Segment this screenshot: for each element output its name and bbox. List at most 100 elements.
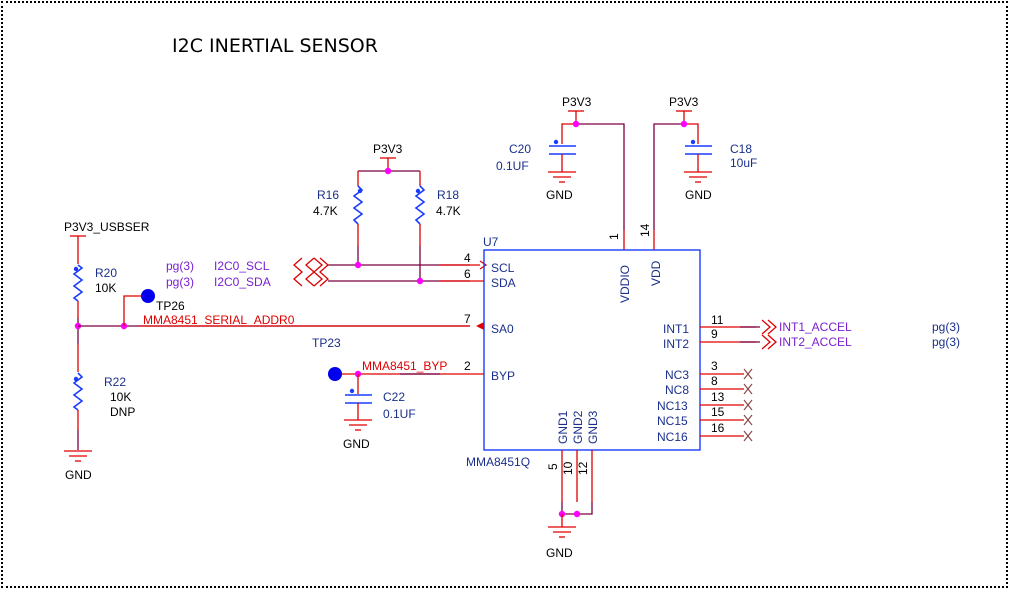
pin-number: 13 bbox=[711, 390, 725, 404]
resistor-symbol bbox=[414, 185, 426, 225]
test-point-tp23[interactable] bbox=[328, 367, 342, 381]
pin-number: 1 bbox=[607, 233, 621, 240]
power-label: P3V3 bbox=[669, 95, 699, 109]
power-label: P3V3 bbox=[562, 95, 592, 109]
pin1-marker bbox=[690, 139, 696, 145]
pin-number: 6 bbox=[464, 267, 471, 281]
offpage-connector-i2c0-scl[interactable]: pg(3) I2C0_SCL bbox=[166, 257, 315, 287]
net-label-serial-addr0: MMA8451_SERIAL_ADDR0 bbox=[143, 313, 295, 327]
pin-number: 7 bbox=[464, 312, 471, 326]
junction-dot bbox=[416, 277, 424, 285]
page-ref: pg(3) bbox=[166, 275, 194, 289]
ref-designator: C22 bbox=[383, 390, 405, 404]
offpage-chevron bbox=[305, 257, 315, 287]
resistor-r20[interactable]: R20 10K bbox=[72, 264, 118, 302]
ref-designator: R16 bbox=[317, 188, 339, 202]
test-point-pad[interactable] bbox=[141, 289, 155, 303]
junction-dot bbox=[384, 167, 392, 175]
ground-label: GND bbox=[65, 468, 92, 482]
pin-number: 8 bbox=[711, 374, 718, 388]
ground-symbol: GND bbox=[343, 419, 372, 451]
component-value: 10K bbox=[95, 281, 116, 295]
page-ref: pg(3) bbox=[166, 259, 194, 273]
offpage-connector-int1-accel[interactable]: INT1_ACCEL pg(3) bbox=[761, 319, 960, 335]
pin-number: 15 bbox=[711, 405, 725, 419]
pin-name-nc16: NC16 bbox=[657, 430, 688, 444]
pin-name-nc3: NC3 bbox=[665, 368, 689, 382]
junction-dot bbox=[680, 120, 688, 128]
capacitor-c18[interactable]: C18 10uF bbox=[685, 139, 757, 172]
power-label: P3V3 bbox=[373, 142, 403, 156]
pin-number: 2 bbox=[464, 359, 471, 373]
resistor-r18[interactable]: R18 4.7K bbox=[414, 185, 461, 225]
ground-label: GND bbox=[685, 188, 712, 202]
ground-symbol: GND bbox=[684, 171, 712, 202]
input-arrow bbox=[476, 322, 484, 330]
pin-name-gnd1: GND1 bbox=[556, 410, 570, 444]
offpage-net-name: INT1_ACCEL bbox=[779, 320, 852, 334]
ref-designator: R20 bbox=[95, 266, 117, 280]
ic-u7-mma8451q[interactable]: U7 MMA8451Q SCL 4 SDA 6 SA0 7 BYP 2 VDDI… bbox=[464, 223, 725, 475]
pin-name-sda: SDA bbox=[491, 276, 516, 290]
pin-name-nc8: NC8 bbox=[665, 383, 689, 397]
resistor-symbol bbox=[72, 264, 84, 302]
test-point-tp26[interactable]: TP26 bbox=[141, 289, 185, 313]
resistor-symbol bbox=[72, 372, 84, 411]
offpage-chevron bbox=[767, 319, 777, 335]
pin-name-gnd2: GND2 bbox=[571, 410, 585, 444]
pin1-marker bbox=[553, 139, 559, 145]
pin-name-gnd3: GND3 bbox=[586, 410, 600, 444]
power-p3v3-c20: P3V3 bbox=[562, 95, 592, 124]
component-value: 10uF bbox=[730, 156, 757, 170]
pin1-marker bbox=[349, 388, 355, 394]
pin-name-nc15: NC15 bbox=[657, 414, 688, 428]
ground-label: GND bbox=[343, 437, 370, 451]
pin-name-int1: INT1 bbox=[663, 322, 689, 336]
offpage-net-name: I2C0_SCL bbox=[214, 259, 270, 273]
capacitor-c22[interactable]: C22 0.1UF bbox=[345, 374, 416, 421]
ground-symbol: GND bbox=[546, 171, 576, 202]
pin-number: 14 bbox=[638, 223, 652, 237]
ref-designator: C18 bbox=[730, 142, 752, 156]
pin-name-scl: SCL bbox=[491, 261, 515, 275]
pin-name-int2: INT2 bbox=[663, 337, 689, 351]
power-label: P3V3_USBSER bbox=[64, 220, 150, 234]
page-ref: pg(3) bbox=[932, 335, 960, 349]
junction-dot bbox=[354, 261, 362, 269]
ground-symbol: GND bbox=[64, 450, 92, 482]
pin-name-nc13: NC13 bbox=[657, 399, 688, 413]
offpage-connector-i2c0-sda[interactable]: pg(3) I2C0_SDA bbox=[166, 257, 329, 289]
ic-ref-designator: U7 bbox=[483, 235, 499, 249]
no-connect-x-icon bbox=[743, 399, 753, 411]
pin-number: 10 bbox=[561, 461, 575, 475]
no-connect-pins bbox=[700, 368, 753, 442]
no-connect-x-icon bbox=[743, 368, 753, 380]
ground-label: GND bbox=[546, 188, 573, 202]
component-value: 0.1UF bbox=[383, 407, 416, 421]
capacitor-c20[interactable]: C20 0.1UF bbox=[496, 139, 576, 173]
ref-designator: R22 bbox=[104, 375, 126, 389]
power-p3v3-usbser: P3V3_USBSER bbox=[64, 220, 150, 264]
sheet-title: I2C INERTIAL SENSOR bbox=[172, 35, 378, 57]
resistor-r16[interactable]: R16 4.7K bbox=[313, 185, 364, 225]
pin-name-vddio: VDDIO bbox=[618, 265, 632, 303]
ref-designator: R18 bbox=[437, 188, 459, 202]
offpage-chevron bbox=[313, 257, 323, 287]
pin-number: 16 bbox=[711, 421, 725, 435]
ref-designator: C20 bbox=[509, 142, 531, 156]
test-point-pad[interactable] bbox=[328, 367, 342, 381]
resistor-r22[interactable]: R22 10K DNP bbox=[72, 372, 136, 419]
ground-label: GND bbox=[546, 546, 573, 560]
offpage-chevron bbox=[319, 257, 329, 287]
offpage-connector-int2-accel[interactable]: INT2_ACCEL pg(3) bbox=[761, 334, 960, 350]
ic-part-number: MMA8451Q bbox=[466, 455, 530, 469]
pin1-marker bbox=[415, 188, 421, 194]
pin-name-vdd: VDD bbox=[649, 260, 663, 286]
tp23-ref: TP23 bbox=[312, 336, 341, 350]
page-ref: pg(3) bbox=[932, 320, 960, 334]
bidir-arrow bbox=[479, 260, 488, 270]
offpage-chevron bbox=[761, 319, 771, 335]
net-label-byp: MMA8451_BYP bbox=[362, 359, 447, 373]
